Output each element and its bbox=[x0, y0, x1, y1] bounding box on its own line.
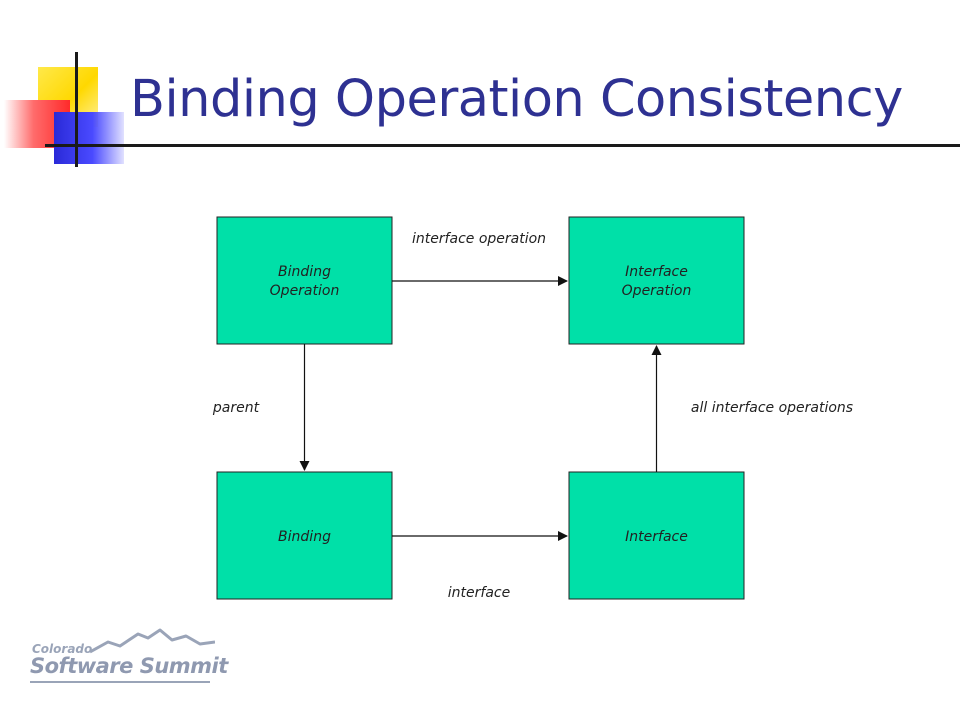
node-binding-operation-line1: Binding bbox=[278, 264, 331, 280]
node-binding-operation: Binding Operation bbox=[216, 216, 393, 345]
edge-label-parent: parent bbox=[212, 400, 260, 416]
node-interface-operation-line1: Interface bbox=[625, 264, 688, 280]
node-binding: Binding bbox=[216, 471, 393, 600]
slide-title: Binding Operation Consistency bbox=[130, 70, 903, 129]
mountain-icon bbox=[90, 628, 215, 654]
node-interface-label: Interface bbox=[625, 529, 688, 545]
colorado-software-summit-logo: Colorado Software Summit bbox=[30, 628, 228, 690]
edge-label-interface-operation: interface operation bbox=[412, 231, 546, 247]
decor-blue-square bbox=[54, 112, 124, 164]
node-interface-operation: Interface Operation bbox=[568, 216, 745, 345]
node-interface-operation-line2: Operation bbox=[622, 283, 692, 299]
node-interface: Interface bbox=[568, 471, 745, 600]
logo-underline bbox=[30, 681, 210, 683]
node-binding-operation-line2: Operation bbox=[270, 283, 340, 299]
logo-top-text: Colorado bbox=[32, 642, 93, 656]
node-binding-label: Binding bbox=[278, 529, 331, 545]
edge-label-all-interface-operations: all interface operations bbox=[691, 400, 853, 416]
title-underline bbox=[45, 144, 960, 147]
decor-vertical-line bbox=[75, 52, 78, 167]
edge-label-interface: interface bbox=[448, 585, 510, 601]
logo-main-text: Software Summit bbox=[30, 654, 228, 678]
